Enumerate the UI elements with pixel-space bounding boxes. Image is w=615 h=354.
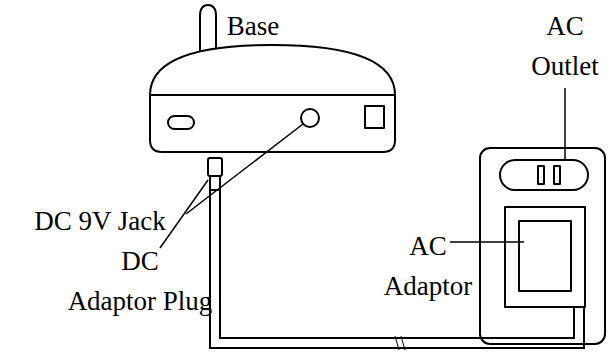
outlet-slot xyxy=(538,166,544,184)
dc-jack xyxy=(301,109,319,127)
part-label: Base xyxy=(227,6,279,46)
outlet-slot xyxy=(554,166,560,184)
leader-lines xyxy=(160,88,565,248)
dc-plug xyxy=(208,158,222,176)
dc-plug-neck xyxy=(210,176,220,190)
part-label: DC 9V Jack xyxy=(34,201,166,241)
base-front xyxy=(150,95,395,152)
base-dome xyxy=(150,45,395,95)
outlet-plate xyxy=(480,148,605,344)
part-label: AC Outlet xyxy=(531,6,599,86)
ac-adaptor-body xyxy=(505,207,585,307)
cable xyxy=(210,190,584,350)
part-label: AC Adaptor xyxy=(384,226,472,306)
base-switch xyxy=(365,106,384,128)
base-button xyxy=(168,116,194,129)
outlet-socket xyxy=(500,160,588,190)
part-label: DC Adaptor Plug xyxy=(68,241,213,321)
ac-adaptor-face xyxy=(519,221,571,291)
